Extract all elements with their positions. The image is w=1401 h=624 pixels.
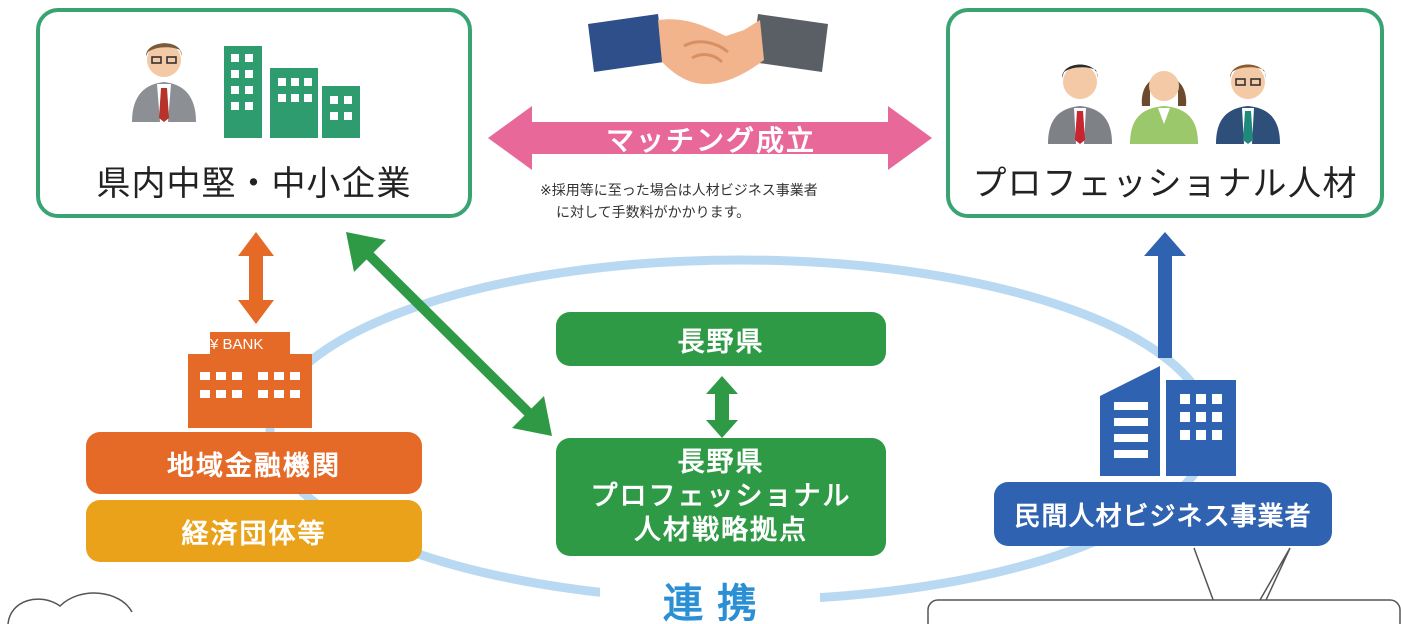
professionals-label: プロフェッショナル人材 [972,164,1358,204]
business-link-arrow [1144,232,1186,358]
professionals-group-icon [1048,64,1280,144]
fee-note-line1: ※採用等に至った場合は人材ビジネス事業者 [540,183,818,199]
handshake-icon [588,14,828,84]
professionals-card: プロフェッショナル人材 [946,8,1384,218]
prefecture-box: 長野県 [556,312,886,366]
businessman-icon [132,43,196,122]
speech-box [927,599,1401,624]
companies-label: 県内中堅・中小企業 [96,164,412,204]
cloud-shape [7,592,133,624]
cooperation-label: 連 携 [600,578,820,624]
economic-orgs-box: 経済団体等 [86,500,422,562]
matching-arrow [488,106,932,170]
regional-finance-box: 地域金融機関 [86,432,422,494]
hub-label-line2: プロフェッショナル [590,481,852,512]
hub-box: 長野県 プロフェッショナル 人材戦略拠点 [556,438,886,556]
regional-finance-label: 地域金融機関 [167,450,341,482]
bank-sign: ¥ BANK [210,336,264,353]
bank-icon [188,332,312,428]
hub-link-arrow [346,232,552,436]
companies-card: 県内中堅・中小企業 [36,8,472,218]
private-business-box: 民間人材ビジネス事業者 [994,482,1332,546]
building-icon [224,46,360,138]
matching-label: マッチング成立 [605,124,816,157]
prefecture-label: 長野県 [677,326,765,358]
economic-orgs-label: 経済団体等 [181,518,327,550]
office-building-icon [1100,366,1236,476]
fee-note-line2: に対して手数料がかかります。 [556,205,751,221]
private-business-label: 民間人材ビジネス事業者 [1014,501,1312,532]
bank-link-arrow [238,232,274,324]
prefecture-hub-arrow [706,376,738,438]
hub-label-line1: 長野県 [677,447,765,478]
hub-label-line3: 人材戦略拠点 [634,515,808,546]
